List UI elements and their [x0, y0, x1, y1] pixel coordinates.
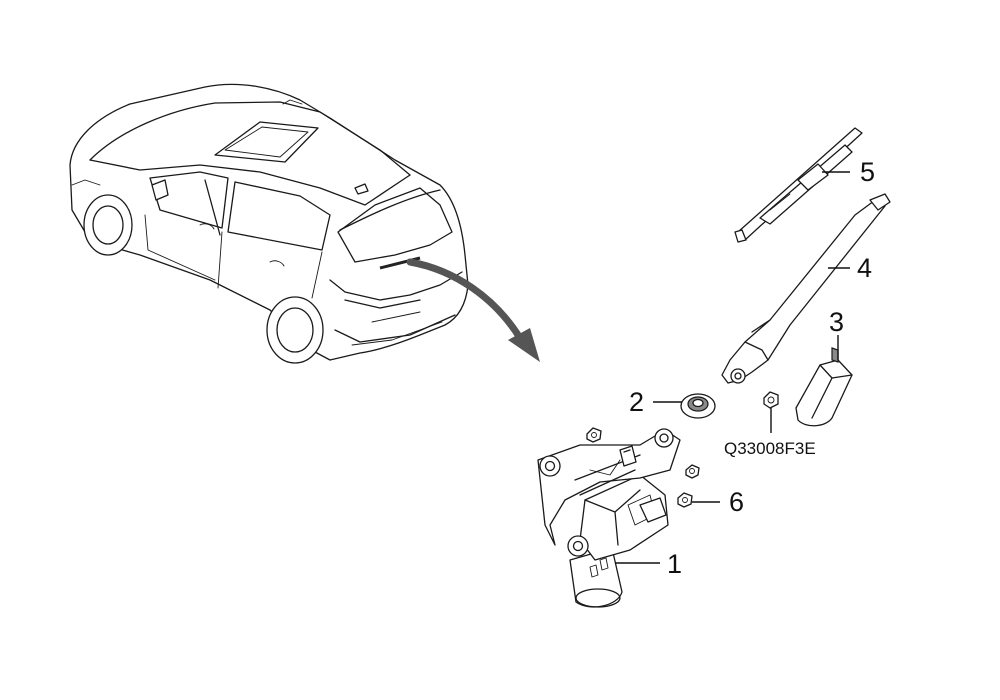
callout-label-6: 6 [729, 487, 744, 517]
callout-label-5: 5 [860, 157, 875, 187]
callout-leaders [615, 171, 850, 564]
direction-arrow [406, 258, 540, 362]
callout-label-2: 2 [629, 387, 644, 417]
vehicle-illustration [69, 83, 469, 364]
wiper-arm-part [721, 193, 891, 384]
arm-nut-part [763, 391, 779, 409]
grommet-part [680, 393, 716, 419]
part-code-label: Q33008F3E [724, 439, 816, 458]
callout-label-1: 1 [667, 549, 682, 579]
callout-label-3: 3 [829, 307, 844, 337]
bolt-parts [586, 427, 700, 508]
callout-label-4: 4 [857, 253, 872, 283]
callout-labels: 5 4 3 2 6 1 Q33008F3E [629, 157, 875, 579]
wiper-blade-part [734, 127, 863, 243]
arm-cap-part [795, 347, 853, 427]
wiper-motor-part [537, 428, 681, 608]
